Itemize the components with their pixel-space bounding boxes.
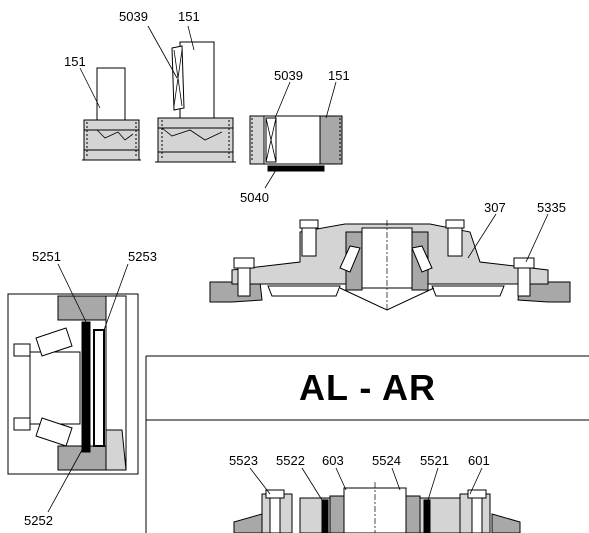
label-603: 603 <box>322 453 344 468</box>
leader-151b <box>187 25 195 51</box>
leader-5040 <box>264 169 277 189</box>
bearing-detail-box <box>7 293 139 475</box>
leader-307 <box>467 213 497 259</box>
label-307: 307 <box>484 200 506 215</box>
leader-151c <box>325 81 337 119</box>
leader-5335 <box>525 213 549 263</box>
label-5039-b: 5039 <box>274 68 303 83</box>
press-tool-assembly-1 <box>82 67 141 161</box>
label-5523: 5523 <box>229 453 258 468</box>
leader-5039a <box>147 25 178 79</box>
label-5252: 5252 <box>24 513 53 528</box>
label-5522: 5522 <box>276 453 305 468</box>
label-601: 601 <box>468 453 490 468</box>
label-151-c: 151 <box>328 68 350 83</box>
leader-5039b <box>274 81 291 119</box>
press-tool-assembly-2 <box>155 41 236 163</box>
leader-5253 <box>103 263 129 331</box>
label-5040: 5040 <box>240 190 269 205</box>
leader-5252 <box>47 449 83 513</box>
bottom-hub-section <box>233 482 521 533</box>
label-5251: 5251 <box>32 249 61 264</box>
section-title-frame <box>145 355 589 533</box>
label-151-a: 151 <box>64 54 86 69</box>
label-5524: 5524 <box>372 453 401 468</box>
label-5253: 5253 <box>128 249 157 264</box>
bottom-leaders <box>249 467 483 501</box>
hub-section-drawing <box>209 219 571 312</box>
label-5039-a: 5039 <box>119 9 148 24</box>
label-5521: 5521 <box>420 453 449 468</box>
label-151-b: 151 <box>178 9 200 24</box>
press-tool-assembly-3 <box>249 115 343 172</box>
label-5335: 5335 <box>537 200 566 215</box>
leader-5251 <box>57 263 87 323</box>
section-title: AL - AR <box>299 367 436 408</box>
leader-151a <box>79 67 101 109</box>
